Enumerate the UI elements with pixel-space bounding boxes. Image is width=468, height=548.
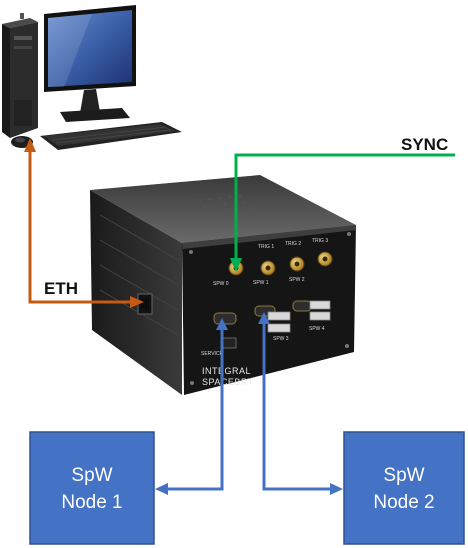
port-label-trig2: TRIG 2 <box>285 241 301 247</box>
spw-node-2-line-1: SpW <box>383 465 424 486</box>
port-label-spw2: SPW 2 <box>289 277 305 283</box>
port-label-spw1: SPW 1 <box>253 280 269 286</box>
spw-node-1: SpW Node 1 <box>29 431 155 545</box>
desktop-computer-icon <box>2 5 182 150</box>
port-label-spw4: SPW 4 <box>309 326 325 332</box>
brand-line-1: INTEGRAL <box>202 366 251 376</box>
spw-node-2: SpW Node 2 <box>343 431 465 545</box>
spw-node-1-line-2: Node 1 <box>61 492 122 513</box>
sync-label: SYNC <box>401 135 448 154</box>
spw-node-1-line-1: SpW <box>71 465 112 486</box>
port-label-spw3: SPW 3 <box>273 336 289 342</box>
spacewire-interface-device-icon: TRIG 1 TRIG 2 TRIG 3 SPW 0 SPW 1 SPW 2 S… <box>90 175 356 395</box>
port-label-spw0: SPW 0 <box>213 281 229 287</box>
eth-label: ETH <box>44 279 78 298</box>
spw-link-node-1 <box>155 318 228 495</box>
sync-connection <box>230 153 455 272</box>
port-label-trig3: TRIG 3 <box>312 238 328 244</box>
port-label-service: SERVICE <box>201 351 224 357</box>
port-label-trig1: TRIG 1 <box>258 244 274 250</box>
eth-connection <box>24 138 144 308</box>
spw-link-node-2 <box>258 312 343 495</box>
brand-line-2: SPACEBRT <box>202 377 254 387</box>
spw-node-2-line-2: Node 2 <box>373 492 434 513</box>
